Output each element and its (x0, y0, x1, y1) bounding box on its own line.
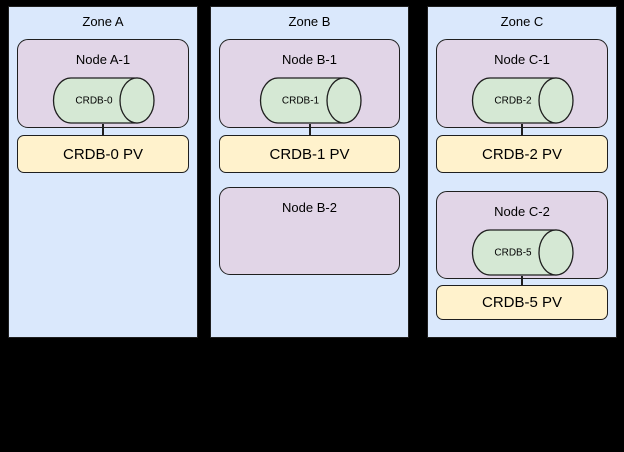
database-cylinder-icon (470, 77, 574, 124)
node-c2-box: Node C-2 CRDB-5 (436, 191, 608, 279)
node-a1-label: Node A-1 (75, 52, 131, 67)
zone-a-container: Zone A Node A-1 CRDB-0 CRDB-0 PV (8, 6, 198, 338)
node-a1-box: Node A-1 CRDB-0 (17, 39, 189, 128)
pv-c1-box: CRDB-2 PV (436, 135, 608, 173)
pv-a-box: CRDB-0 PV (17, 135, 189, 173)
node-c1-box: Node C-1 CRDB-2 (436, 39, 608, 128)
db-label: CRDB-1 (281, 95, 320, 106)
pv-label: CRDB-2 PV (481, 145, 563, 163)
pv-label: CRDB-5 PV (481, 294, 563, 311)
database-cylinder-icon (258, 77, 362, 124)
pv-label: CRDB-0 PV (62, 145, 144, 163)
connector-line (308, 124, 311, 135)
zone-a-label: Zone A (82, 14, 124, 29)
node-b2-label: Node B-2 (282, 200, 337, 215)
connector-line (521, 276, 523, 285)
zone-b-container: Zone B Node B-1 CRDB-1 CRDB-1 PV Node B-… (210, 6, 409, 338)
node-c1-label: Node C-1 (494, 52, 550, 67)
db-cylinder-crdb-5: CRDB-5 (470, 229, 574, 276)
database-cylinder-icon (470, 229, 574, 276)
zone-c-container: Zone C Node C-1 CRDB-2 CRDB-2 PV Node C-… (427, 6, 617, 338)
node-b1-box: Node B-1 CRDB-1 (219, 39, 400, 128)
zone-c-label: Zone C (500, 14, 544, 29)
db-cylinder-crdb-2: CRDB-2 (470, 77, 574, 124)
pv-b-box: CRDB-1 PV (219, 135, 400, 173)
node-b2-box: Node B-2 (219, 187, 400, 275)
db-label: CRDB-2 (494, 95, 532, 106)
database-cylinder-icon (51, 77, 155, 124)
node-b1-label: Node B-1 (282, 52, 337, 67)
db-label: CRDB-0 (75, 95, 113, 106)
pv-c2-box: CRDB-5 PV (436, 285, 608, 320)
db-cylinder-crdb-1: CRDB-1 (258, 77, 362, 124)
connector-line (102, 124, 104, 135)
db-label: CRDB-5 (494, 247, 532, 258)
pv-label: CRDB-1 PV (269, 145, 350, 163)
zone-b-label: Zone B (288, 14, 331, 29)
db-cylinder-crdb-0: CRDB-0 (51, 77, 155, 124)
node-c2-label: Node C-2 (494, 204, 550, 219)
connector-line (521, 124, 523, 135)
